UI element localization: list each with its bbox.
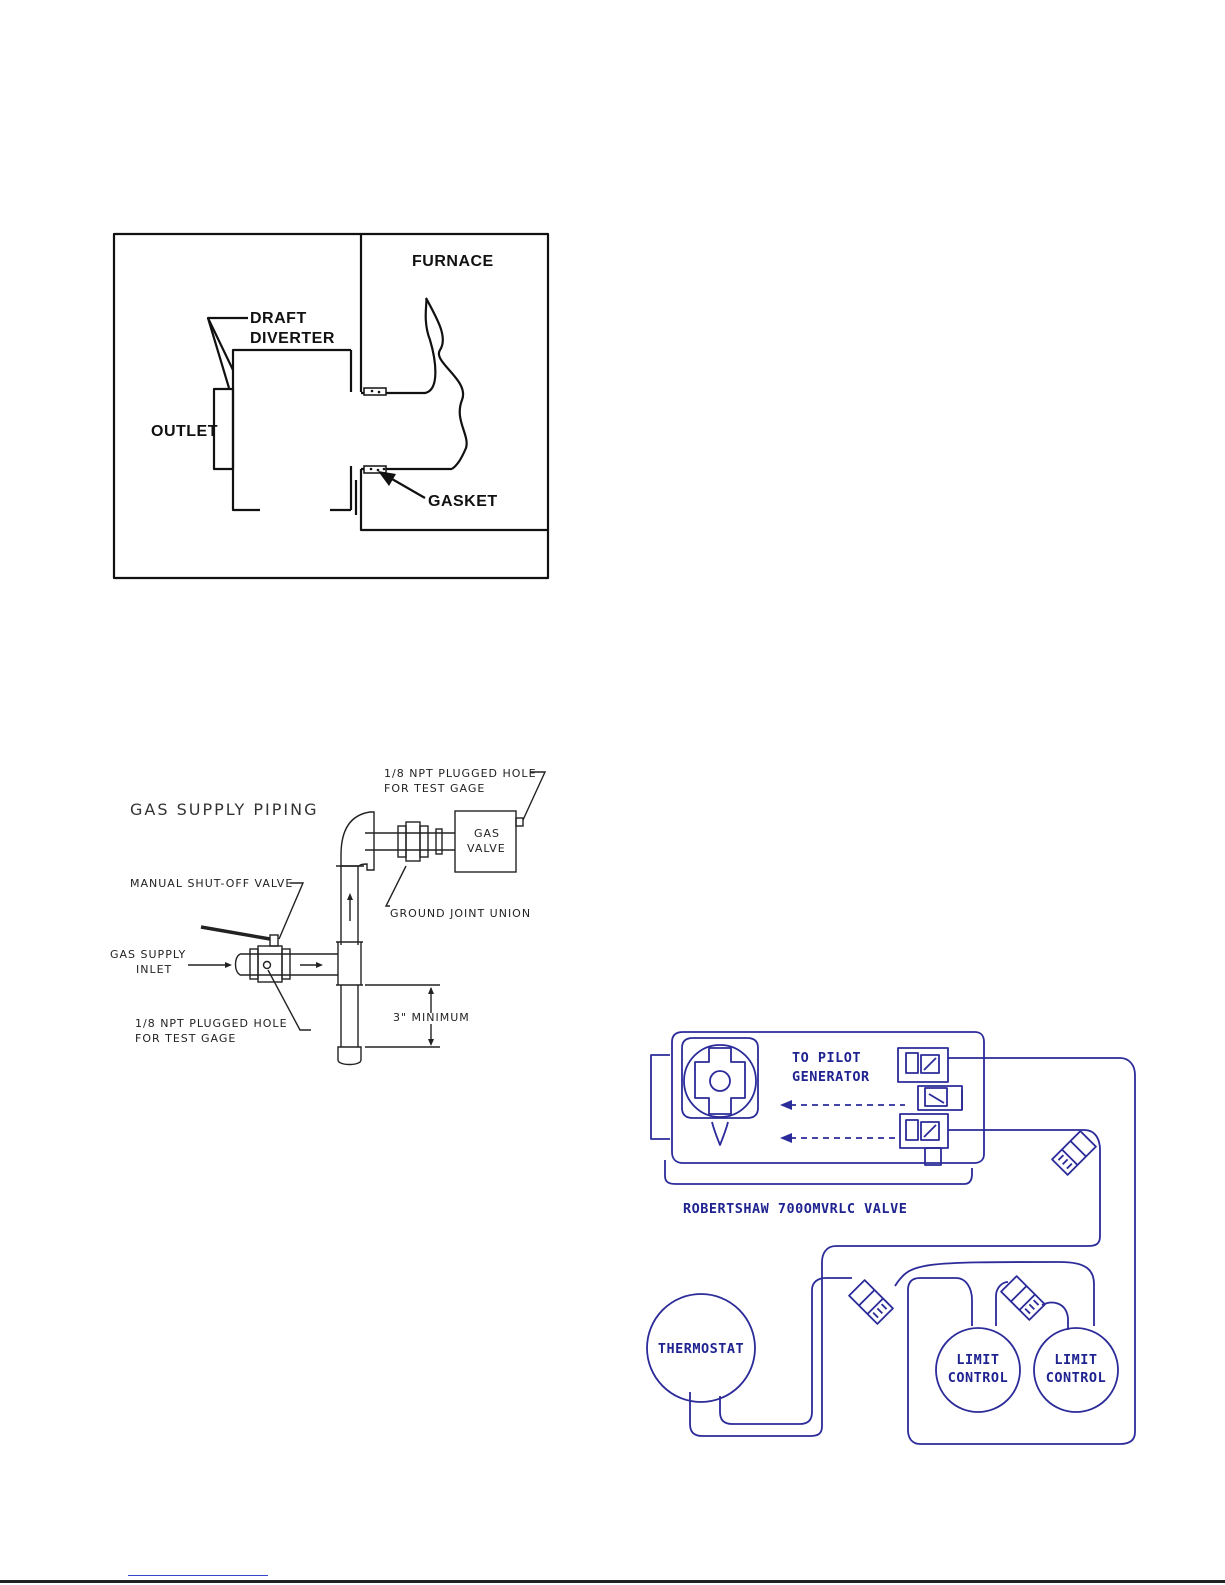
- pilot-nub: [712, 1122, 728, 1145]
- to-pilot-label-1: TO PILOT: [792, 1050, 861, 1066]
- union-ring-2: [420, 826, 428, 857]
- diverter-label: DIVERTER: [250, 330, 335, 347]
- valve-inlet-flange: [651, 1055, 670, 1139]
- inlet-pipe: [240, 954, 338, 975]
- gas-supply-label-1: GAS SUPPLY: [110, 948, 186, 961]
- wire-connector-2: [849, 1280, 893, 1324]
- valve-stem: [270, 935, 278, 946]
- drip-leg-cap: [338, 1047, 361, 1065]
- plug-bottom-label-1: 1/8 NPT PLUGGED HOLE: [135, 1017, 288, 1030]
- minimum-label: 3" MINIMUM: [393, 1011, 470, 1024]
- manual-shutoff-label: MANUAL SHUT-OFF VALVE: [130, 877, 293, 890]
- elbow-fitting: [341, 812, 374, 870]
- gasket-label: GASKET: [428, 493, 498, 510]
- valve-name-label: ROBERTSHAW 700OMVRLC VALVE: [683, 1201, 907, 1217]
- valve-handle: [201, 927, 270, 939]
- wire-link-to-limit-2: [1042, 1303, 1068, 1330]
- union-leader: [386, 866, 406, 906]
- limit-1-label-1: LIMIT: [956, 1352, 999, 1368]
- gasket-arrowhead: [378, 471, 396, 486]
- limit-2-label-2: CONTROL: [1046, 1370, 1106, 1386]
- plug-bottom-label-2: FOR TEST GAGE: [135, 1032, 236, 1045]
- figure-frame: [114, 234, 548, 578]
- gas-piping-title: GAS SUPPLY PIPING: [130, 800, 319, 819]
- gas-valve-label-2: VALVE: [467, 842, 506, 855]
- knob-grip: [695, 1048, 745, 1114]
- plug-top-label-1: 1/8 NPT PLUGGED HOLE: [384, 767, 537, 780]
- limit-2-label-1: LIMIT: [1054, 1352, 1097, 1368]
- gasket-top: [364, 388, 386, 395]
- diverter-body: [233, 350, 351, 510]
- gas-valve-plug: [516, 818, 523, 826]
- gas-valve-label-1: GAS: [474, 827, 500, 840]
- gasket-leader: [392, 479, 425, 498]
- shutoff-leader: [279, 883, 303, 939]
- drip-leg: [341, 985, 358, 1047]
- gas-supply-piping-diagram: GAS SUPPLY PIPING 1/8 NPT PLUGGED HOLE F…: [110, 767, 545, 1065]
- union-ring-1: [398, 826, 406, 857]
- wire-connector-to-limit-2: [895, 1262, 1094, 1326]
- union-nut: [406, 822, 420, 861]
- ground-joint-union-label: GROUND JOINT UNION: [390, 907, 531, 920]
- inlet-pipe-end: [236, 954, 241, 975]
- valve-plug-hole: [264, 962, 271, 969]
- flue-wavy-edge: [426, 298, 467, 469]
- terminal-top-screw-slot: [906, 1053, 918, 1073]
- to-pilot-label-2: GENERATOR: [792, 1069, 870, 1085]
- wire-limit-1-to-link: [996, 1282, 1008, 1326]
- limit-1-label-2: CONTROL: [948, 1370, 1008, 1386]
- wiring-diagram: TO PILOT GENERATOR ROBERTSHAW 700OMVRLC …: [647, 1032, 1135, 1444]
- plug-top-label-2: FOR TEST GAGE: [384, 782, 485, 795]
- thermostat-label: THERMOSTAT: [658, 1341, 744, 1357]
- footer-rule: [0, 1580, 1225, 1583]
- flue-top-edge: [361, 298, 435, 393]
- knob-center: [710, 1071, 730, 1091]
- outlet-label: OUTLET: [151, 423, 218, 440]
- tee-fitting: [336, 942, 363, 985]
- furnace-label: FURNACE: [412, 253, 494, 270]
- gas-supply-label-2: INLET: [136, 963, 172, 976]
- wire-connector-1: [1052, 1131, 1096, 1175]
- wire-valve-to-limit-1: [908, 1058, 1135, 1444]
- draft-label: DRAFT: [250, 310, 307, 327]
- draft-diverter-diagram: FURNACE DRAFT DIVERTER OUTLET GASKET: [114, 234, 548, 578]
- footer-link-underline[interactable]: [128, 1575, 268, 1576]
